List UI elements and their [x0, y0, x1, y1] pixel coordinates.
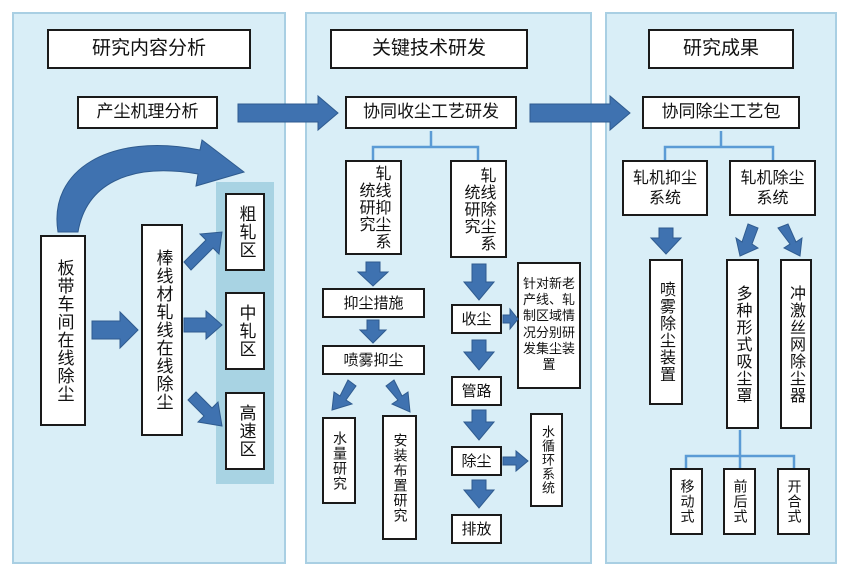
mill-suppress-box: 轧机抑尘系统 — [622, 160, 708, 216]
front-rear-type-box: 前后式 — [723, 468, 756, 535]
targeted-note-box: 针对新老产线、轧制区域情况分别研发集尘装置 — [517, 262, 581, 389]
water-cycle-box: 水循环系统 — [530, 413, 563, 507]
install-layout-box: 安装布置研究 — [382, 415, 417, 540]
spray-suppress-box: 喷雾抑尘 — [322, 345, 425, 375]
dust-mechanism-box: 产尘机理分析 — [77, 96, 218, 129]
title-research-analysis: 研究内容分析 — [47, 29, 251, 69]
dedust-box: 除尘 — [451, 446, 502, 476]
mill-removal-box: 轧机除尘系统 — [729, 160, 816, 216]
title-results: 研究成果 — [648, 29, 794, 69]
open-close-type-box: 开合式 — [777, 468, 810, 535]
collect-box: 收尘 — [451, 304, 502, 334]
bar-rolling-box: 棒线材轧线在线除尘 — [141, 224, 183, 436]
spray-device-box: 喷雾除尘装置 — [649, 259, 683, 405]
suppress-measures-box: 抑尘措施 — [322, 288, 425, 318]
title-key-tech: 关键技术研发 — [330, 29, 528, 69]
wire-mesh-box: 冲激丝网除尘器 — [780, 259, 812, 429]
removal-system-box: 轧线除尘系统研究 — [450, 160, 507, 258]
strip-workshop-box: 板带车间在线除尘 — [40, 235, 86, 426]
high-speed-zone-box: 高速区 — [225, 392, 265, 470]
intermediate-zone-box: 中轧区 — [225, 292, 265, 370]
suppress-system-box: 轧线抑尘系统研究 — [345, 160, 402, 255]
multi-hood-box: 多种形式吸尘罩 — [726, 259, 759, 429]
mobile-type-box: 移动式 — [670, 468, 703, 535]
roughing-zone-box: 粗轧区 — [225, 193, 265, 271]
package-box: 协同除尘工艺包 — [642, 96, 800, 129]
water-volume-box: 水量研究 — [322, 417, 356, 504]
discharge-box: 排放 — [451, 514, 502, 544]
collab-process-box: 协同收尘工艺研发 — [345, 96, 517, 129]
pipeline-box: 管路 — [451, 376, 502, 406]
